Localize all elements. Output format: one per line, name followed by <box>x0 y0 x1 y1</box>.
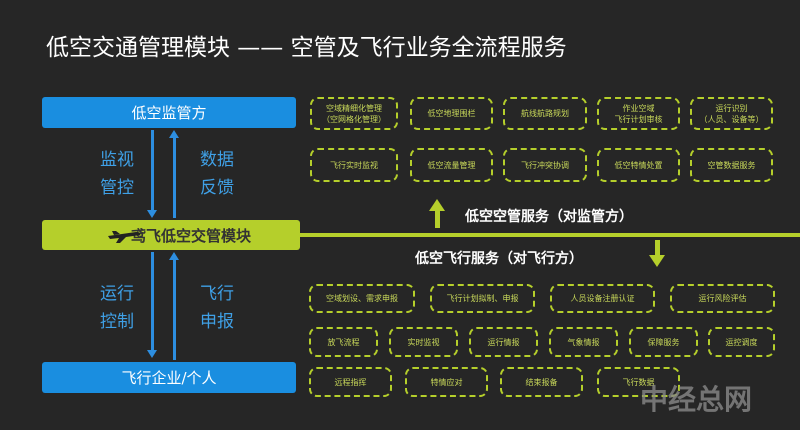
down-arrow-lower <box>151 252 154 352</box>
page-title: 低空交通管理模块 —— 空管及飞行业务全流程服务 <box>46 35 567 61</box>
down-arrow-flight <box>655 240 660 256</box>
flight-service-item: 气象情报 <box>549 327 618 357</box>
flight-operator-box: 飞行企业/个人 <box>42 362 296 393</box>
flight-service-item: 运行风险评估 <box>670 284 775 313</box>
flight-report-label: 飞行 申报 <box>200 284 234 332</box>
flight-service-item: 放飞流程 <box>309 327 378 357</box>
regulator-box: 低空监管方 <box>42 97 296 128</box>
atc-service-item: 低空流量管理 <box>410 148 493 182</box>
atc-service-item: 空域精细化管理 （空网格化管理） <box>310 97 398 130</box>
atc-service-item: 低空特情处置 <box>597 148 680 182</box>
atc-service-item: 运行识别 （人员、设备等） <box>690 97 773 130</box>
flight-service-item: 运控调度 <box>708 327 775 357</box>
flight-service-label: 低空飞行服务（对飞行方） <box>415 251 583 267</box>
flight-service-item: 飞行计划拟制、申报 <box>430 284 535 313</box>
module-label: 鸢飞低空交管模块 <box>130 226 251 245</box>
atc-service-label: 低空空管服务（对监管方） <box>465 209 633 225</box>
operation-control-label: 运行 控制 <box>100 284 134 332</box>
down-arrow-upper <box>151 130 154 214</box>
flight-service-item: 飞行数据 <box>597 367 680 397</box>
atc-service-item: 低空地理围栏 <box>410 97 493 130</box>
atc-service-item: 作业空域 飞行计划审核 <box>597 97 680 130</box>
atc-service-item: 飞行冲突协调 <box>503 148 587 182</box>
flight-service-item: 运行情报 <box>469 327 538 357</box>
connector-line <box>296 233 800 237</box>
flight-service-item: 空域划设、需求申报 <box>309 284 415 313</box>
atc-service-item: 航线航路规划 <box>503 97 587 130</box>
up-arrow-lower <box>173 260 176 360</box>
module-bar: 鸢飞低空交管模块 <box>42 220 300 250</box>
flight-service-item: 人员设备注册认证 <box>550 284 655 313</box>
airplane-icon <box>108 231 141 243</box>
flight-service-item: 特情应对 <box>405 367 488 397</box>
flight-service-item: 远程指挥 <box>309 367 392 397</box>
flight-service-item: 结束报备 <box>500 367 583 397</box>
watermark: 中经总网 <box>640 383 753 416</box>
data-feedback-label: 数据 反馈 <box>200 150 234 198</box>
up-arrow-upper <box>173 138 176 218</box>
flight-service-item: 实时监视 <box>389 327 458 357</box>
up-arrow-atc <box>435 210 440 228</box>
flight-service-item: 保障服务 <box>629 327 698 357</box>
atc-service-item: 空管数据服务 <box>690 148 773 182</box>
monitor-control-label: 监视 管控 <box>100 150 134 198</box>
atc-service-item: 飞行实时监视 <box>310 148 398 182</box>
